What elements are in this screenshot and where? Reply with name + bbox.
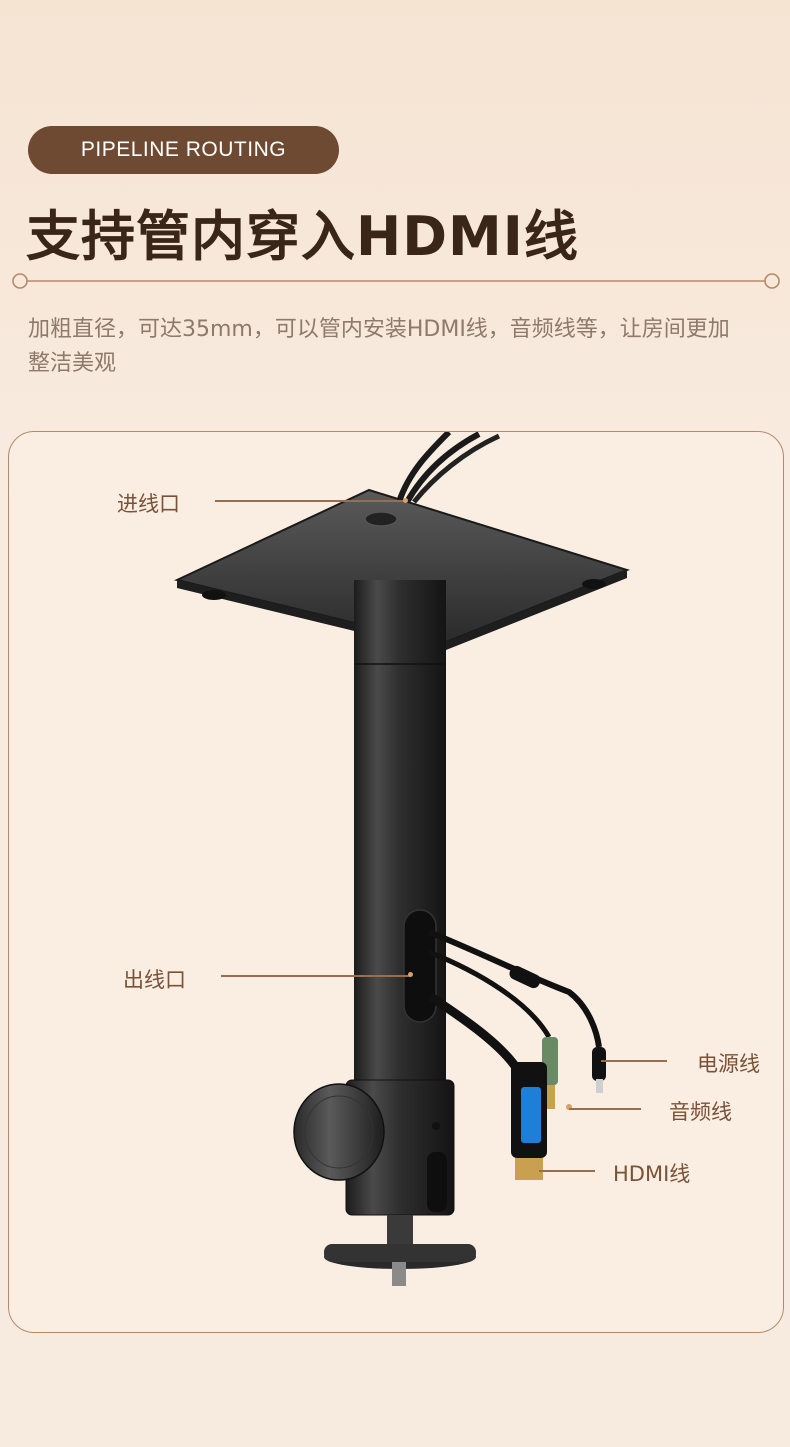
callout-hdmi-cable: HDMI线 [613,1162,691,1186]
callout-outlet: 出线口 [123,968,186,992]
page-title: 支持管内穿入HDMI线 [26,205,579,268]
callout-audio-line [569,1108,641,1110]
callout-inlet: 进线口 [117,492,180,516]
callout-inlet-line [215,500,405,502]
callout-inlet-dot [403,498,408,503]
callout-outlet-line [221,975,411,977]
ceiling-mount-pole-illustration [174,432,630,1286]
callout-hdmi-line [539,1170,595,1172]
divider-rule [12,273,780,289]
description-text: 加粗直径，可达35mm，可以管内安装HDMI线，音频线等，让房间更加整洁美观 [28,317,730,376]
section-badge-label: PIPELINE ROUTING [80,138,287,161]
callout-power-cable: 电源线 [697,1052,760,1076]
callout-audio-cable: 音频线 [669,1100,732,1124]
callout-power-line [601,1060,667,1062]
product-card: 进线口 出线口 电源线 音频线 HDMI线 [8,431,784,1333]
section-badge: PIPELINE ROUTING [28,126,339,174]
callout-outlet-dot [408,972,413,977]
